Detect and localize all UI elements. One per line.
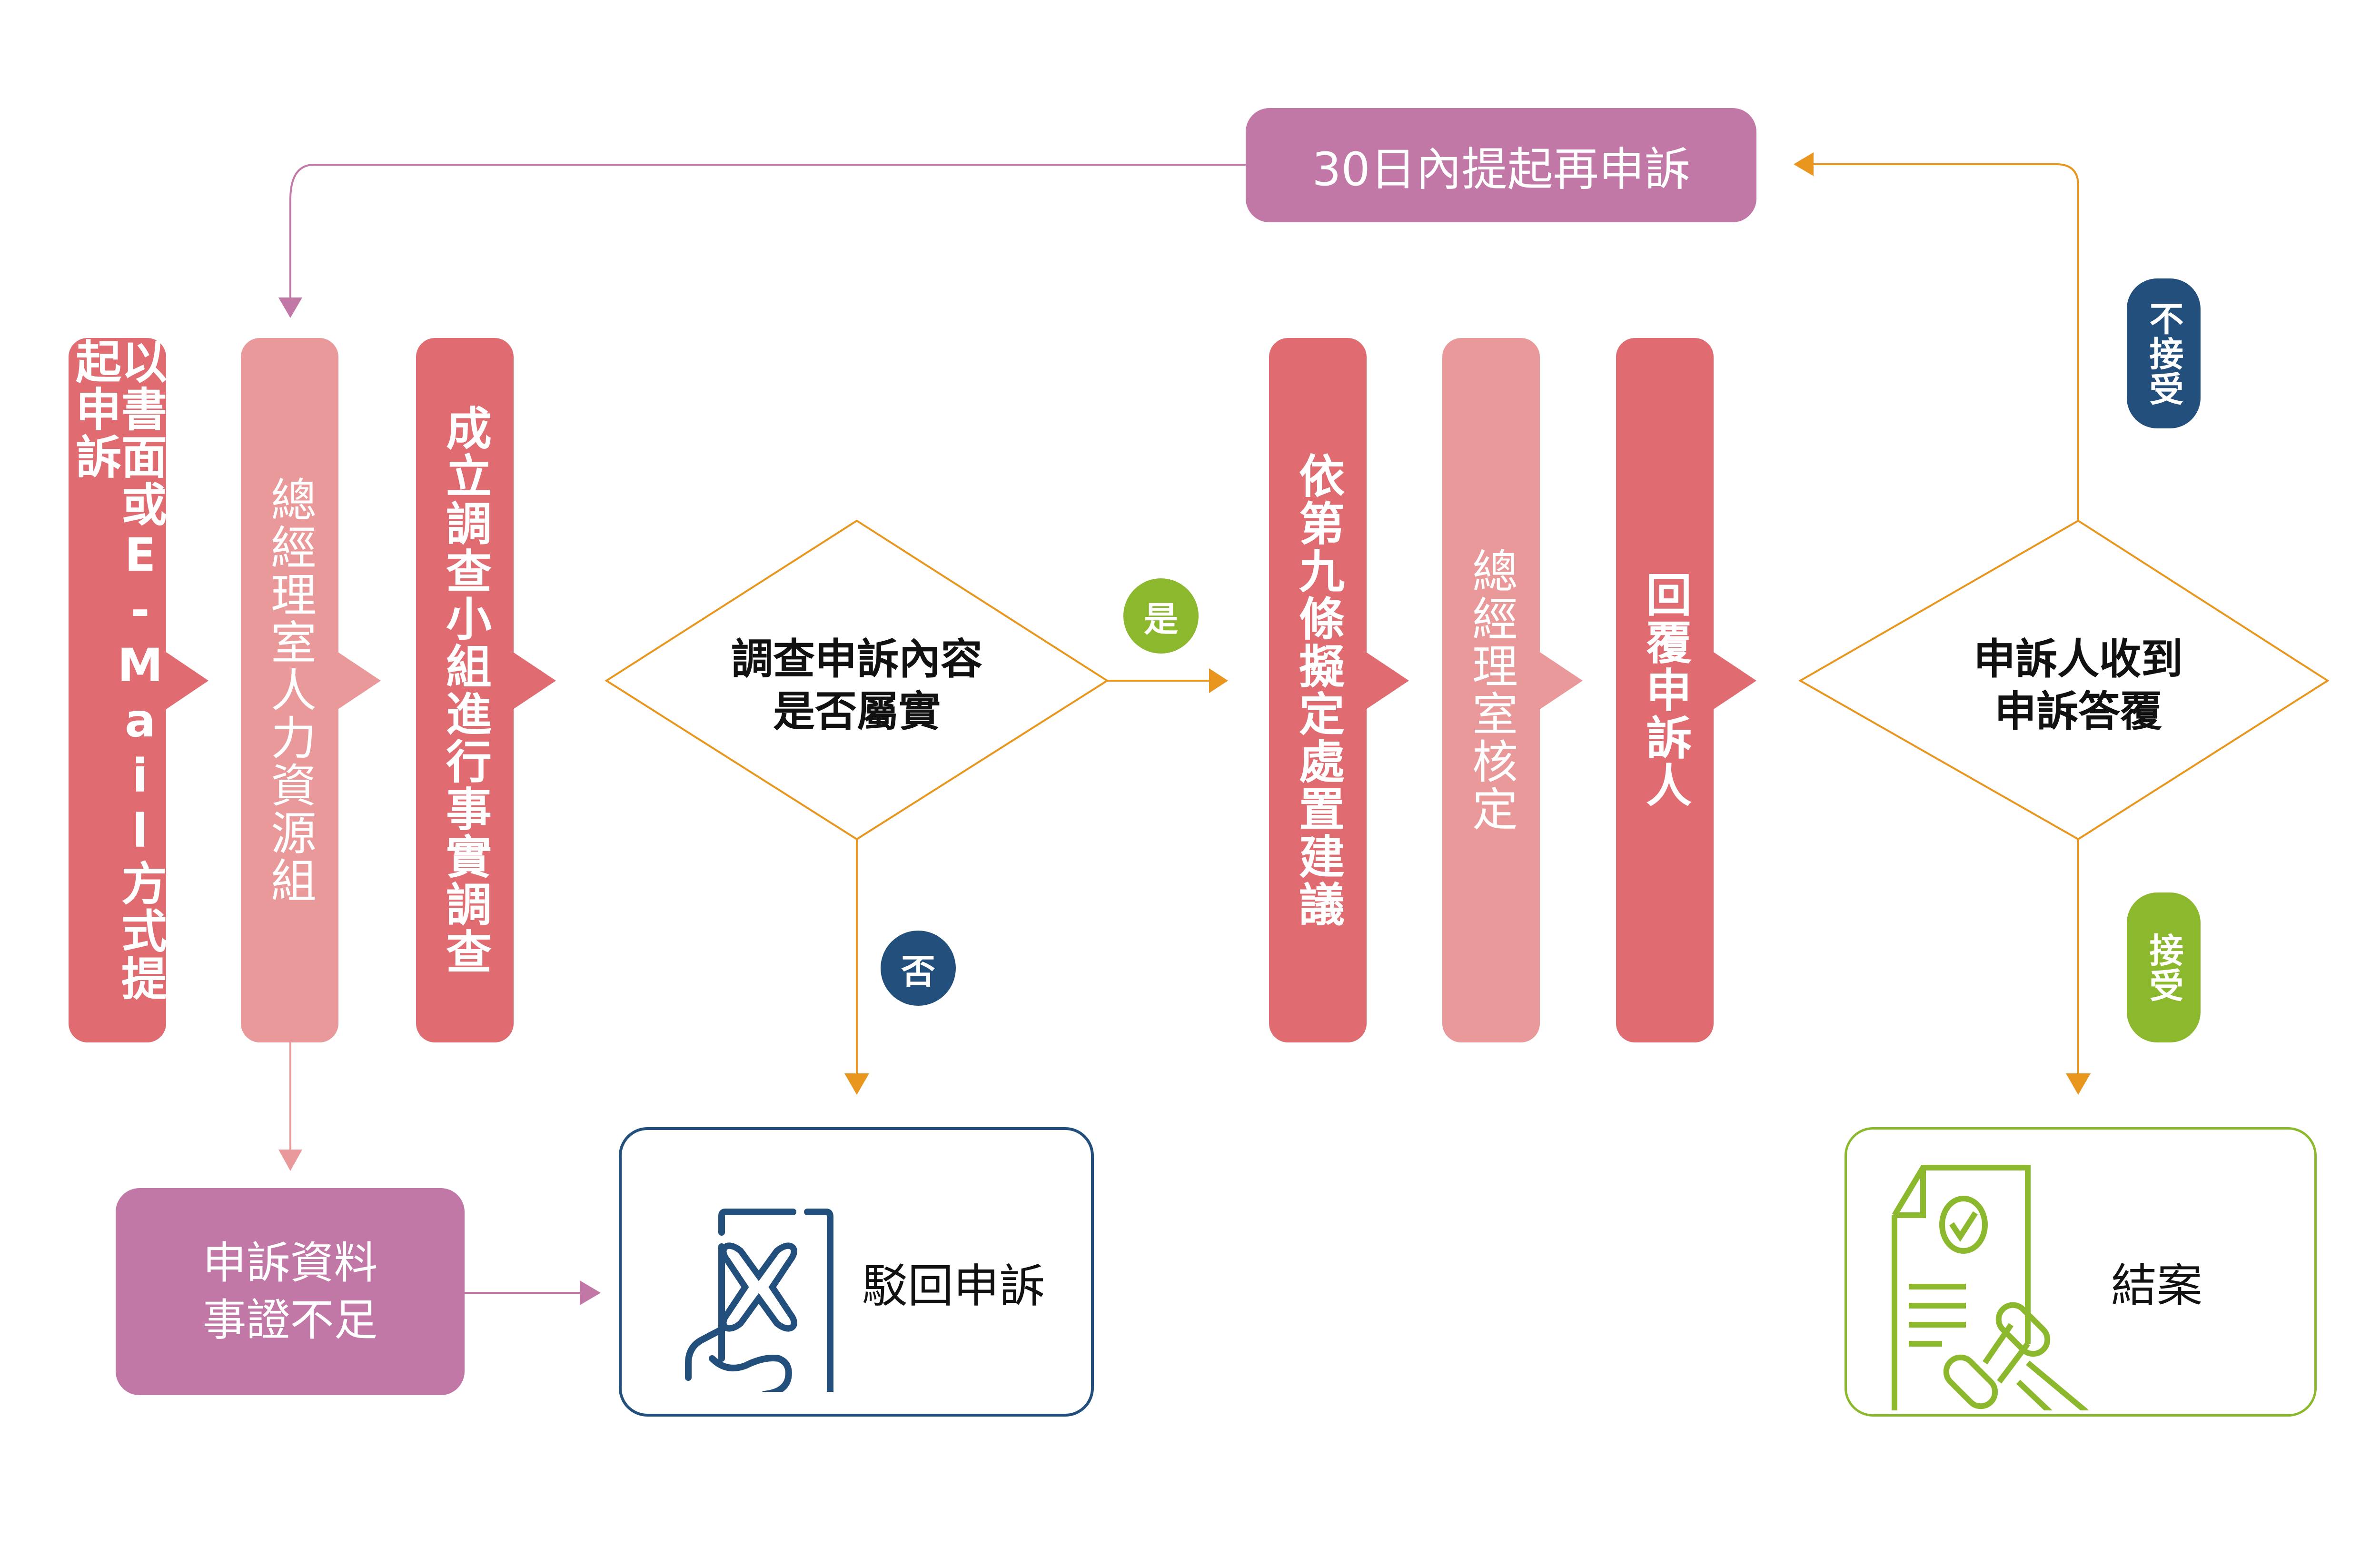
reject-outcome-box: 駁回申訴 [619, 1127, 1094, 1417]
step-2-pointer [338, 652, 381, 709]
close-outcome-box: 結案 [1844, 1127, 2317, 1417]
gavel-document-icon [1892, 1165, 2089, 1410]
step-5-label: 總經理室核定 [1464, 547, 1518, 833]
decision-1-line1: 調查申訴內容 [731, 635, 982, 684]
step-3-pointer [513, 652, 556, 709]
reappeal-box: 30日內提起再申訴 [1246, 108, 1756, 222]
decision-1-line2: 是否屬實 [773, 687, 941, 736]
yes-arrowhead [1209, 668, 1228, 693]
insufficient-box: 申訴資料 事證不足 [116, 1188, 465, 1395]
not-accept-arrowhead [1794, 152, 1814, 176]
close-label: 結案 [2111, 1259, 2202, 1312]
decision-2-text: 申訴人收到 申訴答覆 [1888, 633, 2269, 738]
decision-1-text: 調查申訴內容 是否屬實 [666, 633, 1047, 738]
insufficient-arrowhead [278, 1150, 302, 1171]
step-2-label: 總經理室人力資源組 [263, 476, 317, 904]
step-5-pointer [1540, 652, 1583, 709]
decision-2-line2: 申訴答覆 [1994, 687, 2162, 736]
step-4-pointer [1366, 652, 1409, 709]
reject-label: 駁回申訴 [862, 1259, 1045, 1313]
insufficient-line1: 申訴資料 [202, 1237, 378, 1289]
reappeal-arrowhead [278, 298, 302, 318]
step-4-label: 依第九條擬定處置建議 [1291, 452, 1345, 928]
reappeal-connector [289, 164, 1246, 300]
step-3-label: 成立調查小組進行事實調查 [438, 405, 492, 976]
accept-badge: 接受 [2127, 892, 2201, 1042]
step-6-pointer [1714, 652, 1756, 709]
step-5-box: 總經理室核定 [1442, 338, 1540, 1042]
insufficient-line2: 事證不足 [202, 1294, 378, 1346]
decision-2-line1: 申訴人收到 [1973, 635, 2183, 684]
step-1-label: 以書面或E-Mail方式提起申訴 [68, 338, 167, 1002]
step-3-box: 成立調查小組進行事實調查 [416, 338, 514, 1042]
accept-arrowhead [2066, 1073, 2091, 1095]
not-accept-connector [1811, 163, 2079, 521]
reject-card-icon [685, 1209, 833, 1392]
step-2-box: 總經理室人力資源組 [241, 338, 338, 1042]
step-1-pointer [166, 652, 208, 709]
step-6-label: 回覆申訴人 [1638, 571, 1692, 809]
no-arrowhead [844, 1073, 869, 1095]
step-1-box: 以書面或E-Mail方式提起申訴 [68, 338, 167, 1042]
no-badge: 否 [881, 931, 956, 1006]
insufficient-to-reject-arrowhead [580, 1280, 601, 1305]
yes-badge: 是 [1123, 578, 1199, 654]
not-accept-badge: 不接受 [2127, 278, 2201, 428]
reappeal-label: 30日內提起再申訴 [1312, 142, 1690, 196]
step-4-box: 依第九條擬定處置建議 [1269, 338, 1367, 1042]
step-6-box: 回覆申訴人 [1616, 338, 1714, 1042]
